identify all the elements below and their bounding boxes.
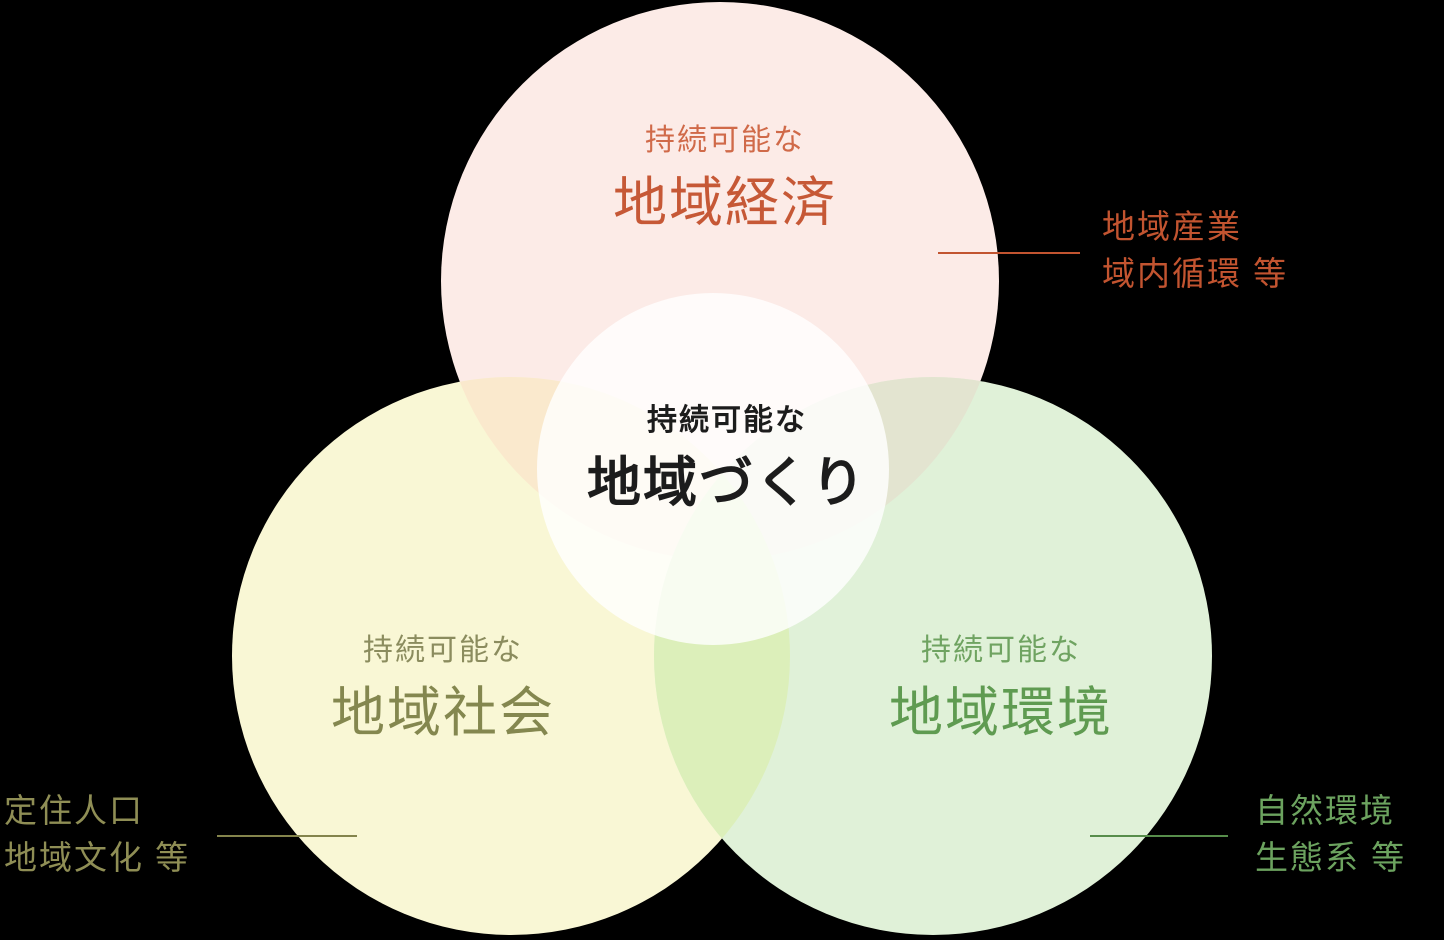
society-circle-subtitle: 持続可能な	[363, 634, 523, 667]
economy-annotation: 地域産業 域内循環 等	[1102, 203, 1288, 297]
economy-annotation-line1: 地域産業	[1102, 208, 1242, 245]
center-label: 持続可能な 地域づくり	[587, 404, 867, 513]
economy-connector-line	[938, 252, 1080, 254]
society-connector-line	[217, 835, 357, 837]
center-highlight-circle	[537, 293, 889, 645]
society-annotation-line1: 定住人口	[4, 792, 144, 829]
center-title: 地域づくり	[587, 453, 867, 513]
environment-circle-label: 持続可能な 地域環境	[889, 634, 1113, 743]
society-circle-label: 持続可能な 地域社会	[331, 634, 555, 743]
center-subtitle: 持続可能な	[647, 404, 807, 437]
environment-circle-subtitle: 持続可能な	[921, 634, 1081, 667]
economy-circle-title: 地域経済	[613, 173, 837, 233]
environment-connector-line	[1090, 835, 1228, 837]
economy-circle-label: 持続可能な 地域経済	[613, 124, 837, 233]
environment-annotation-line2: 生態系 等	[1255, 839, 1407, 876]
economy-annotation-line2: 域内循環 等	[1102, 255, 1289, 292]
economy-circle-subtitle: 持続可能な	[645, 124, 805, 157]
environment-annotation: 自然環境 生態系 等	[1255, 787, 1406, 881]
society-circle-title: 地域社会	[331, 683, 555, 743]
environment-annotation-line1: 自然環境	[1255, 792, 1395, 829]
environment-circle-title: 地域環境	[889, 683, 1113, 743]
society-annotation: 定住人口 地域文化 等	[4, 787, 190, 881]
society-annotation-line2: 地域文化 等	[4, 839, 191, 876]
